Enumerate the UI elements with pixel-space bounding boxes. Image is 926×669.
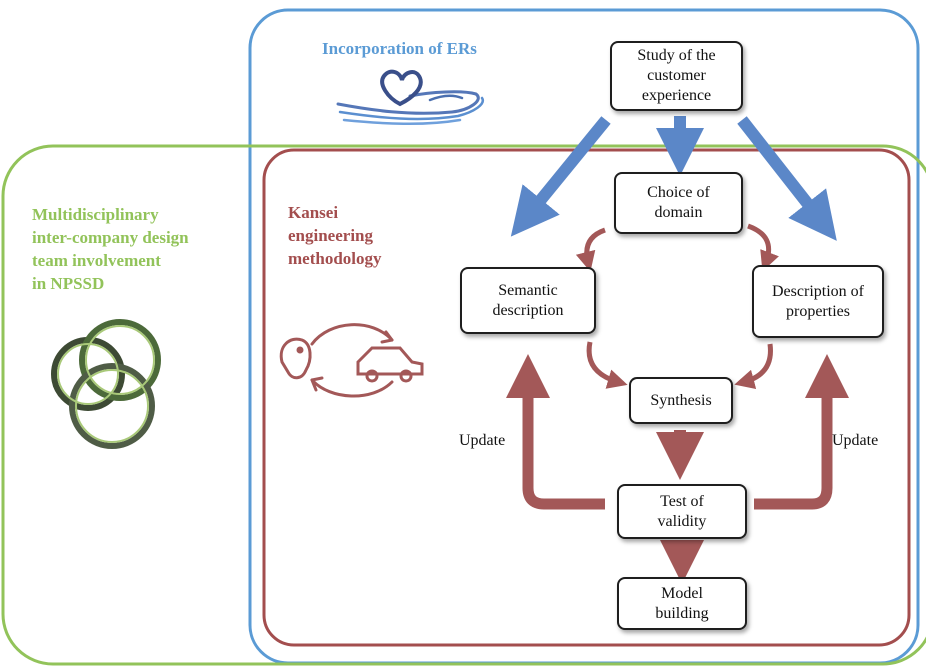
blue-arrows xyxy=(510,116,837,241)
interlocking-rings-icon xyxy=(51,319,161,449)
arrow-choice-semantic xyxy=(575,227,606,272)
node-semantic: Semantic description xyxy=(460,267,596,334)
node-model: Model building xyxy=(617,577,747,630)
team-label: Multidisciplinary inter-company design t… xyxy=(32,205,189,293)
arrow-study-semantic xyxy=(510,116,611,237)
node-choice: Choice of domain xyxy=(614,172,743,234)
heart-hand-icon xyxy=(336,69,484,126)
node-validity: Test of validity xyxy=(617,484,747,539)
update-right-loop xyxy=(754,354,849,510)
update-left-loop xyxy=(506,354,605,510)
node-properties: Description of properties xyxy=(752,265,884,338)
kansei-label: Kansei engineering methodology xyxy=(288,203,382,268)
arrow-study-properties xyxy=(737,116,837,241)
node-synthesis: Synthesis xyxy=(629,377,733,424)
red-arrows xyxy=(506,354,849,584)
ers-label: Incorporation of ERs xyxy=(322,39,477,58)
team-frame xyxy=(1,144,926,666)
arrow-choice-properties xyxy=(747,223,779,272)
arrow-semantic-synthesis xyxy=(586,341,628,389)
update-left-label: Update xyxy=(459,432,506,449)
head-car-cycle-icon xyxy=(279,323,424,398)
arrow-properties-synthesis xyxy=(734,343,773,390)
update-right-label: Update xyxy=(832,432,879,449)
node-study: Study of the customer experience xyxy=(610,41,743,111)
cycle-arrows xyxy=(575,223,779,390)
